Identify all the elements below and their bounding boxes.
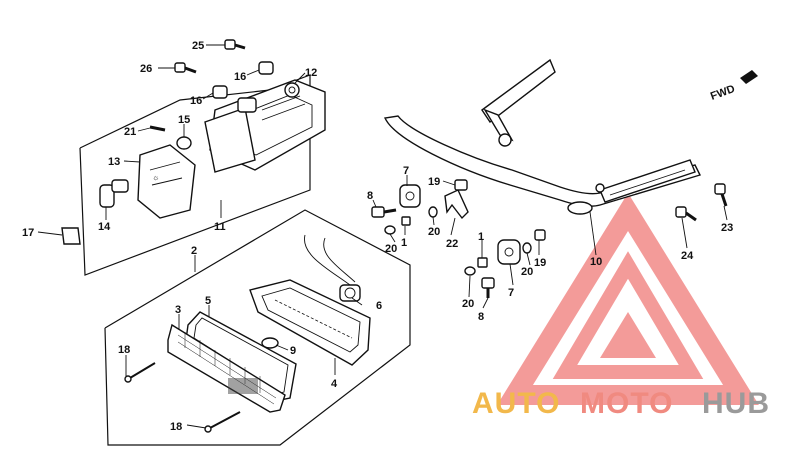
part-26-bolt <box>174 62 197 74</box>
watermark-logo <box>497 192 759 405</box>
forward-arrow: FWD <box>709 70 758 103</box>
callout-8-lower: 8 <box>478 311 484 323</box>
part-3-lens <box>167 323 286 413</box>
callout-5: 5 <box>205 295 211 307</box>
callout-1-lower: 1 <box>478 231 484 243</box>
part-14-socket <box>99 179 129 208</box>
callout-26: 26 <box>140 63 152 75</box>
callout-13: 13 <box>108 156 120 168</box>
callout-20-c: 20 <box>462 298 474 310</box>
part-21-pin <box>149 125 166 132</box>
watermark-part2: MOTO <box>580 387 673 420</box>
part-18-screw-lower <box>204 411 241 433</box>
callout-24: 24 <box>681 250 694 262</box>
callout-16-upper: 16 <box>234 71 246 83</box>
part-12-housing <box>204 79 326 173</box>
callout-20-a: 20 <box>385 243 397 255</box>
svg-text:☼: ☼ <box>152 173 159 182</box>
part-9-bulb <box>261 337 279 349</box>
group-box-11 <box>79 74 311 276</box>
callout-19-lower: 19 <box>534 257 546 269</box>
callout-16-lower: 16 <box>190 95 202 107</box>
leader-lines <box>37 44 728 429</box>
part-16-nut-upper <box>258 61 274 75</box>
callout-7-lower: 7 <box>508 287 514 299</box>
part-18-screw-upper <box>124 362 156 383</box>
part-20-washer-b <box>428 206 438 218</box>
part-6-wiring <box>304 234 361 302</box>
part-19-nut-lower <box>534 229 546 241</box>
group-box-2 <box>104 209 411 446</box>
part-15-grommet <box>176 136 192 150</box>
callout-19-upper: 19 <box>428 176 440 188</box>
part-16-nut-lower <box>212 85 228 99</box>
part-17-plate <box>61 227 81 245</box>
part-22-bracket <box>444 189 469 220</box>
part-24-bolt <box>675 206 697 222</box>
callout-2: 2 <box>191 245 197 257</box>
part-1-spacer-lower <box>477 257 488 268</box>
part-7-collar-upper <box>399 184 421 208</box>
part-20-washer-d <box>522 242 532 254</box>
callout-9: 9 <box>290 345 296 357</box>
callout-20-d: 20 <box>521 266 533 278</box>
callout-18-lower: 18 <box>170 421 182 433</box>
part-20-washer-c <box>464 266 476 276</box>
part-8-bolt-upper <box>371 206 397 218</box>
callout-15: 15 <box>178 114 190 126</box>
callout-1-upper: 1 <box>401 237 407 249</box>
callout-20-b: 20 <box>428 226 440 238</box>
part-1-spacer-upper <box>401 216 411 226</box>
part-8-bolt-lower <box>481 277 495 298</box>
watermark-text: AUTO MOTO HUB <box>472 387 770 420</box>
part-20-washer-a <box>384 225 396 235</box>
callout-18-upper: 18 <box>118 344 130 356</box>
forward-label: FWD <box>709 83 737 103</box>
watermark-part1: AUTO <box>472 387 560 420</box>
part-19-nut-upper <box>454 179 468 191</box>
part-4-lamp-base <box>249 279 371 366</box>
callout-14: 14 <box>98 221 111 233</box>
callout-25: 25 <box>192 40 204 52</box>
callout-4: 4 <box>331 378 338 390</box>
callout-3: 3 <box>175 304 181 316</box>
part-13-license-lamp: ☼ <box>137 144 196 219</box>
part-25-bolt <box>224 39 246 50</box>
callout-11: 11 <box>214 221 226 233</box>
part-10-frame <box>383 58 701 215</box>
callout-6: 6 <box>376 300 382 312</box>
callout-23: 23 <box>721 222 733 234</box>
watermark-part3: HUB <box>702 387 770 420</box>
callout-10: 10 <box>590 256 602 268</box>
callout-17: 17 <box>22 227 34 239</box>
callout-12: 12 <box>305 67 317 79</box>
callout-labels: 25 26 16 16 12 21 15 13 14 17 11 2 3 5 6… <box>22 40 733 433</box>
callout-21: 21 <box>124 126 136 138</box>
callout-7-upper: 7 <box>403 165 409 177</box>
callout-22: 22 <box>446 238 458 250</box>
part-7-collar-lower <box>497 239 521 265</box>
part-23-bolt <box>714 183 728 207</box>
callout-8-upper: 8 <box>367 190 373 202</box>
